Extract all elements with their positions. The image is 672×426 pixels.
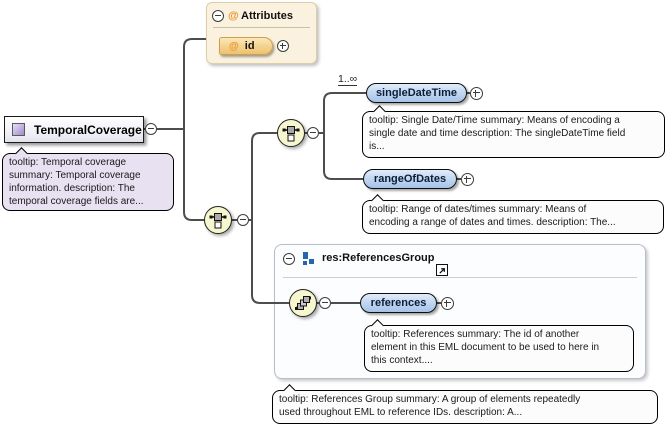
temporalcoverage-collapse-toggle[interactable] bbox=[145, 123, 157, 135]
group-compositor[interactable] bbox=[289, 289, 317, 317]
attribute-id[interactable]: @ id bbox=[219, 37, 273, 55]
goto-definition-icon[interactable] bbox=[436, 264, 448, 276]
sequence-icon bbox=[209, 213, 227, 229]
element-icon bbox=[12, 123, 25, 136]
element-temporalcoverage-label: TemporalCoverage bbox=[34, 122, 142, 137]
group-collapse-toggle[interactable] bbox=[319, 297, 331, 309]
tooltip-line: tooltip: Single Date/Time summary: Means… bbox=[369, 115, 620, 126]
tooltip-line: single date and time description: The si… bbox=[369, 128, 626, 139]
singledatetime-expand-toggle[interactable] bbox=[470, 87, 483, 100]
sequence-collapse-toggle[interactable] bbox=[237, 214, 249, 226]
singledatetime-tooltip: tooltip: Single Date/Time summary: Means… bbox=[362, 105, 665, 158]
tooltip-line: temporal coverage fields are... bbox=[9, 196, 144, 207]
attribute-at-icon: @ bbox=[228, 10, 239, 22]
tooltip-line: information. description: The bbox=[9, 183, 135, 194]
element-references[interactable]: references bbox=[360, 293, 437, 313]
tooltip-line: used throughout EML to reference IDs. de… bbox=[279, 407, 523, 418]
temporalcoverage-tooltip: tooltip: Temporal coverage summary: Temp… bbox=[2, 147, 174, 211]
tooltip-line: is... bbox=[369, 141, 385, 152]
tooltip-line: tooltip: Range of dates/times summary: M… bbox=[369, 204, 587, 215]
sequence-compositor[interactable] bbox=[204, 206, 232, 234]
group-icon bbox=[295, 296, 311, 310]
referencesgroup-collapse-toggle[interactable] bbox=[283, 253, 295, 265]
tooltip-line: encoding a range of dates and times. des… bbox=[369, 217, 616, 228]
attribute-id-expand-toggle[interactable] bbox=[277, 40, 289, 52]
references-group-separator bbox=[283, 277, 637, 278]
references-expand-toggle[interactable] bbox=[441, 297, 454, 310]
tooltip-line: tooltip: References Group summary: A gro… bbox=[279, 394, 581, 405]
references-tooltip: tooltip: References summary: The id of a… bbox=[364, 319, 634, 372]
element-rangeofdates[interactable]: rangeOfDates bbox=[363, 169, 457, 189]
attribute-at-icon: @ bbox=[229, 40, 239, 52]
element-temporalcoverage[interactable]: TemporalCoverage bbox=[4, 116, 144, 143]
tooltip-line: element in this EML document to be used … bbox=[371, 342, 600, 353]
attributes-separator bbox=[213, 27, 310, 28]
model-group-icon bbox=[303, 252, 314, 265]
referencesgroup-tooltip: tooltip: References Group summary: A gro… bbox=[272, 384, 658, 424]
attributes-collapse-toggle[interactable] bbox=[212, 10, 224, 22]
sequence-icon bbox=[282, 126, 300, 142]
attribute-id-label: id bbox=[244, 40, 255, 52]
tooltip-line: summary: Temporal coverage bbox=[9, 170, 141, 181]
rangeofdates-expand-toggle[interactable] bbox=[461, 173, 474, 186]
tooltip-line: tooltip: References summary: The id of a… bbox=[371, 329, 580, 340]
attributes-panel-title: Attributes bbox=[241, 10, 293, 22]
tooltip-line: tooltip: Temporal coverage bbox=[9, 157, 127, 168]
cardinality-label: 1..∞ bbox=[338, 73, 358, 86]
element-singledatetime[interactable]: singleDateTime bbox=[366, 83, 467, 103]
tooltip-line: this context.... bbox=[371, 355, 433, 366]
choice-collapse-toggle[interactable] bbox=[307, 127, 319, 139]
references-group-title: res:ReferencesGroup bbox=[322, 252, 435, 264]
rangeofdates-tooltip: tooltip: Range of dates/times summary: M… bbox=[362, 194, 664, 234]
choice-compositor[interactable] bbox=[277, 119, 305, 147]
